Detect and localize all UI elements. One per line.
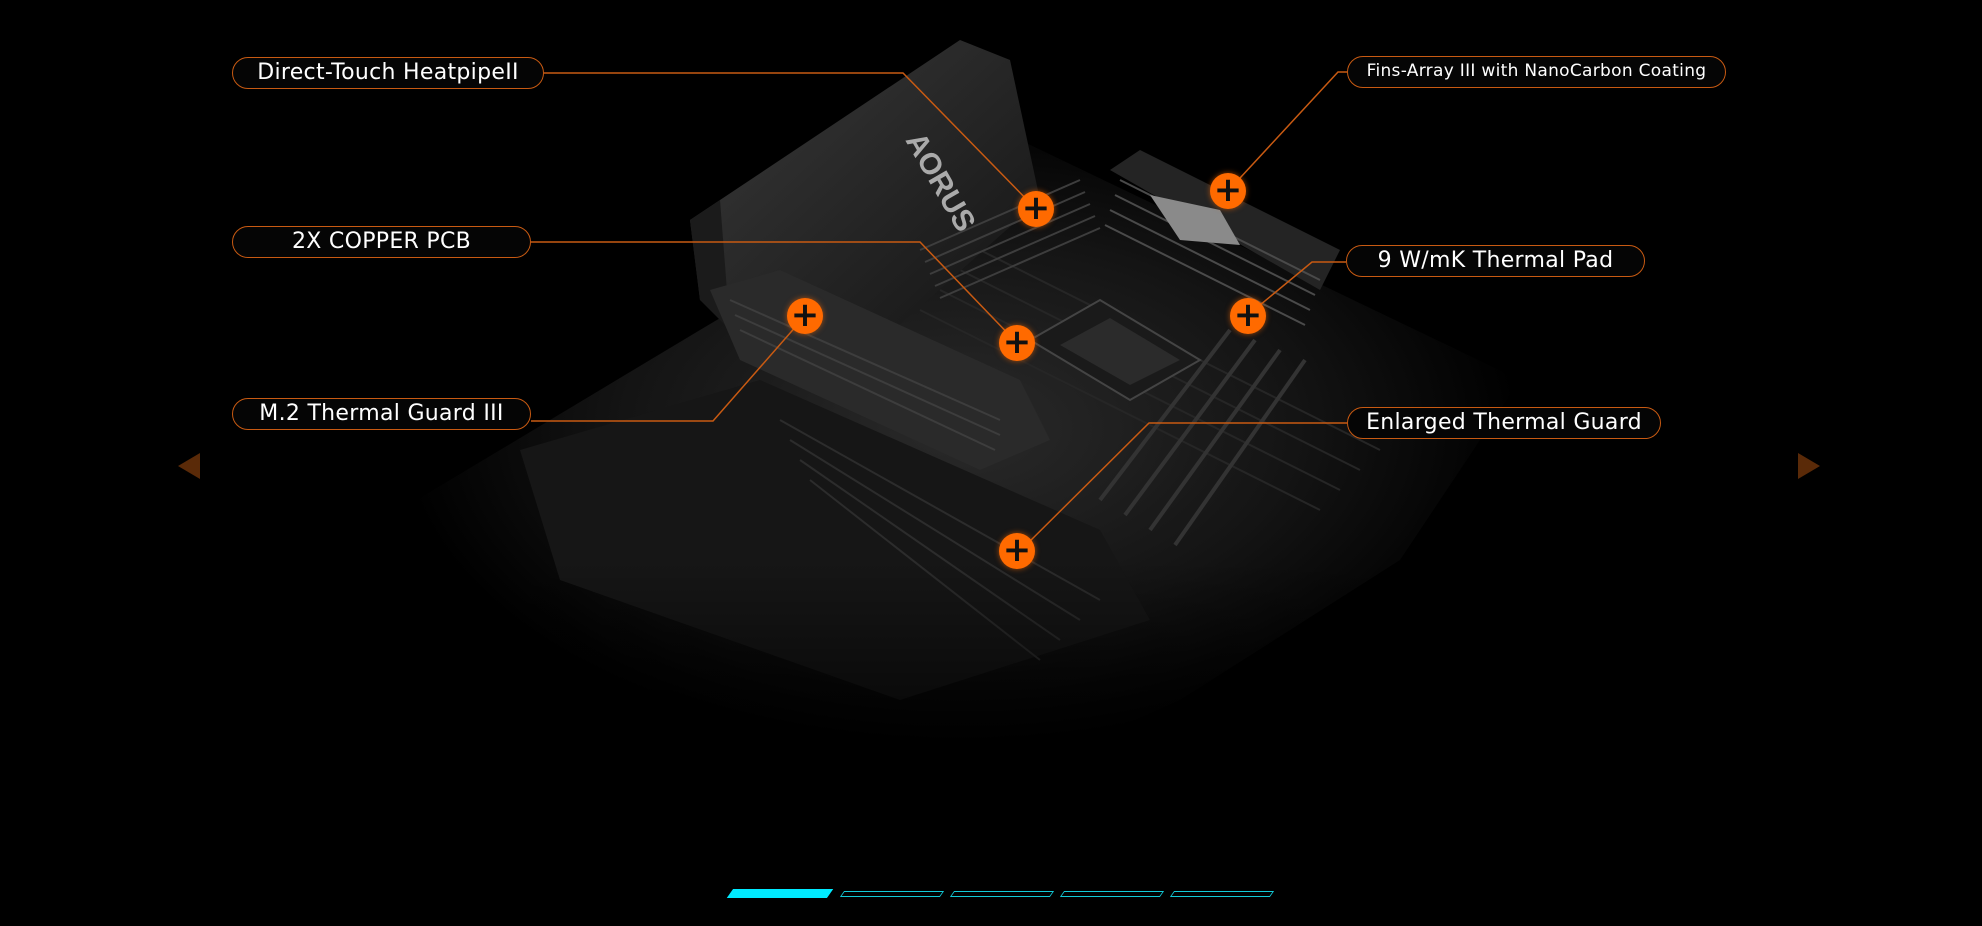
carousel-pager: [720, 888, 1280, 900]
plus-icon: +: [1002, 322, 1032, 362]
hotspot-m2-guard[interactable]: +: [787, 298, 823, 334]
callout-copper-pcb[interactable]: 2X COPPER PCB: [232, 226, 531, 258]
callout-m2-thermal-guard[interactable]: M.2 Thermal Guard III: [232, 398, 531, 430]
pager-dot-1[interactable]: [726, 889, 834, 898]
callout-thermal-pad[interactable]: 9 W/mK Thermal Pad: [1346, 245, 1645, 277]
plus-icon: +: [1213, 170, 1243, 210]
callout-enlarged-thermal-guard[interactable]: Enlarged Thermal Guard: [1347, 407, 1661, 439]
triangle-right-icon[interactable]: [1798, 453, 1820, 479]
hotspot-fins-array[interactable]: +: [1210, 173, 1246, 209]
hotspot-thermal-pad[interactable]: +: [1230, 298, 1266, 334]
hotspot-enlarged-guard[interactable]: +: [999, 533, 1035, 569]
pager-dot-5[interactable]: [1169, 891, 1275, 897]
triangle-left-icon[interactable]: [178, 453, 200, 479]
plus-icon: +: [790, 295, 820, 335]
pager-dot-2[interactable]: [839, 891, 945, 897]
plus-icon: +: [1021, 188, 1051, 228]
callout-fins-array[interactable]: Fins-Array III with NanoCarbon Coating: [1347, 56, 1726, 88]
plus-icon: +: [1002, 530, 1032, 570]
plus-icon: +: [1233, 295, 1263, 335]
hotspot-heatpipe[interactable]: +: [1018, 191, 1054, 227]
hotspot-copper-pcb[interactable]: +: [999, 325, 1035, 361]
callout-direct-touch-heatpipe[interactable]: Direct-Touch HeatpipeII: [232, 57, 544, 89]
pager-dot-4[interactable]: [1059, 891, 1165, 897]
pager-dot-3[interactable]: [949, 891, 1055, 897]
